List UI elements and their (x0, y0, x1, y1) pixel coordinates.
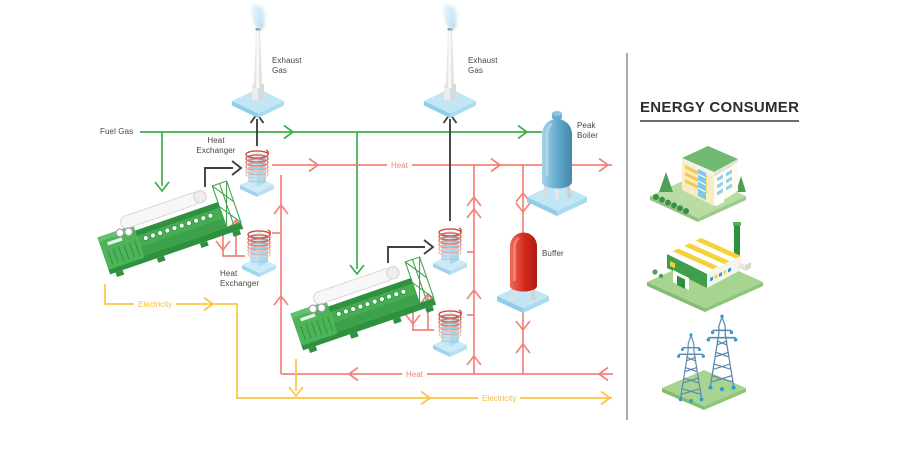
peak-boiler-label: Peak Boiler (577, 121, 599, 140)
heat-supply-label: Heat (387, 160, 412, 170)
exhaust-gas-label-1: Exhaust Gas (272, 56, 302, 75)
gas-engine-1 (93, 180, 246, 280)
electricity-lines (104, 284, 612, 406)
consumer-panel-title: ENERGY CONSUMER (640, 99, 800, 122)
heat-exchanger-label-2: Heat Exchanger (220, 269, 260, 288)
heat-return-label: Heat (402, 369, 427, 379)
heat-exchanger-label-1: Heat Exchanger (196, 136, 236, 155)
peak-boiler (527, 111, 587, 216)
panel-divider (626, 53, 628, 420)
gas-engine-2 (286, 256, 439, 356)
exhaust-gas-label-2: Exhaust Gas (468, 56, 498, 75)
office-building-icon (650, 146, 746, 222)
electricity-label-1: Electricity (134, 299, 177, 309)
fuel-gas-label: Fuel Gas (100, 127, 134, 136)
buffer-tank (497, 232, 549, 313)
buffer-label: Buffer (542, 249, 564, 258)
factory-icon (647, 222, 763, 312)
heat-exchanger-1 (239, 149, 275, 198)
heat-exchanger-4 (432, 309, 468, 358)
exhaust-lines (204, 112, 458, 263)
power-grid-icon (662, 313, 746, 410)
heat-exchanger-3 (432, 227, 468, 276)
electricity-label-2: Electricity (478, 393, 521, 403)
fuel-gas-lines (140, 124, 542, 276)
